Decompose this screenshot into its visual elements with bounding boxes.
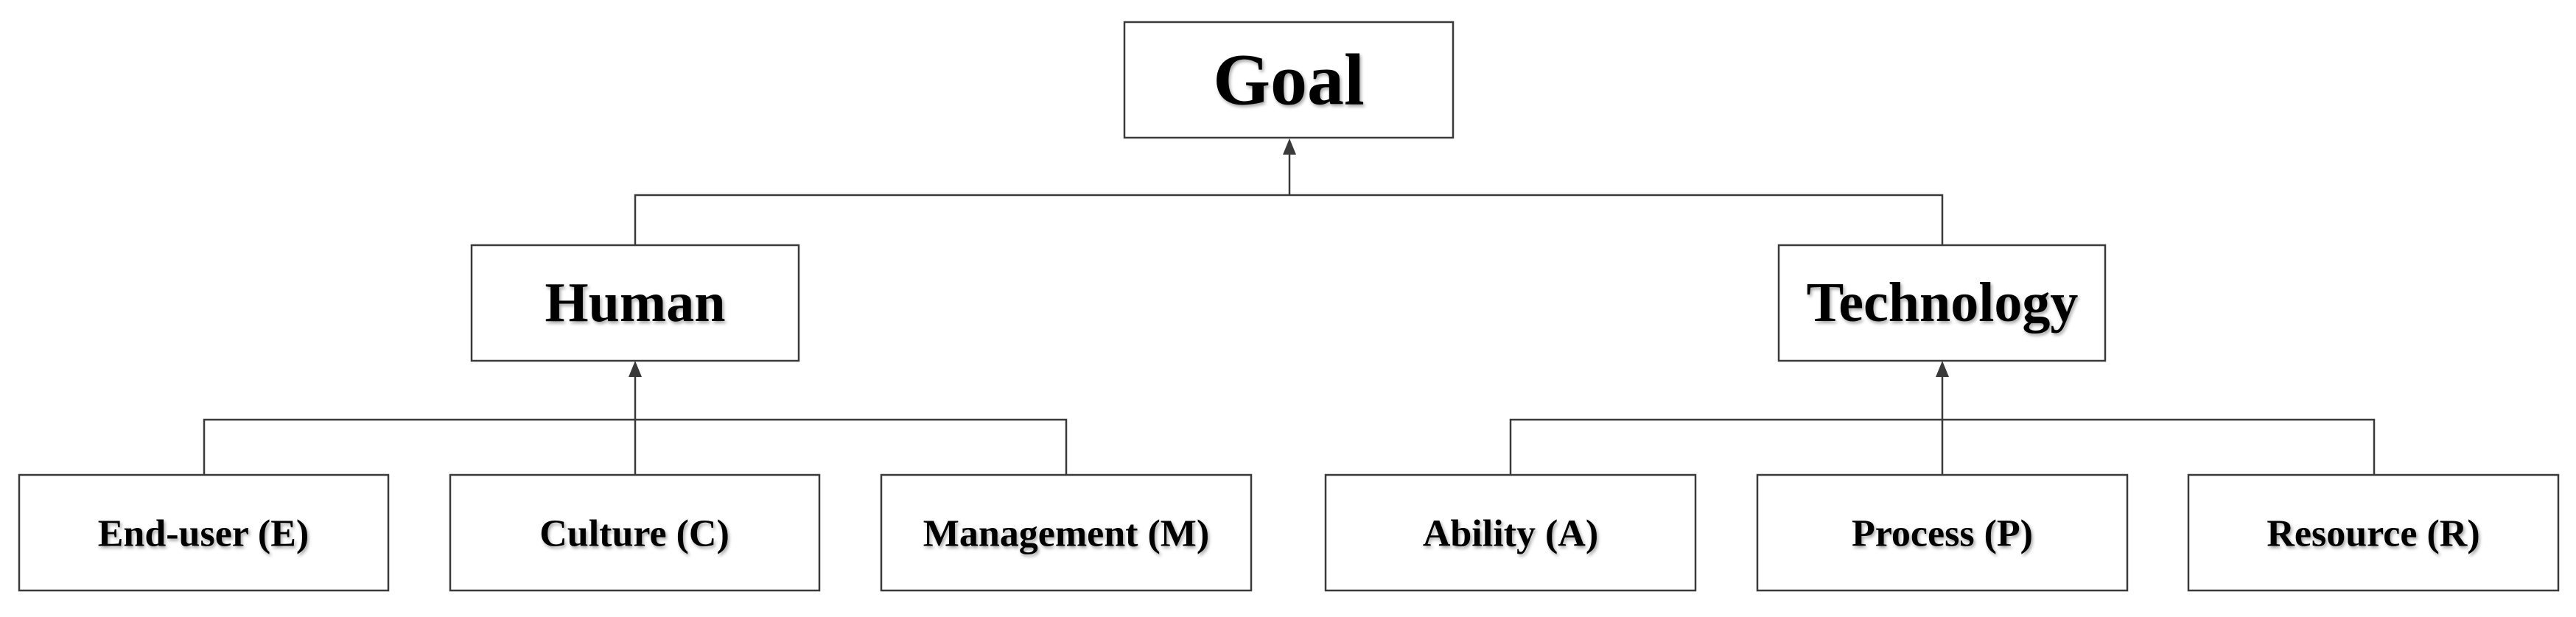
node-process: Process (P) <box>1756 473 2129 592</box>
node-end-user-label: End-user (E) <box>98 513 309 555</box>
node-goal: Goal <box>1123 21 1455 139</box>
arrowhead-technology-icon <box>1936 361 1949 377</box>
node-resource-label: Resource (R) <box>2267 513 2479 555</box>
connector-ability-to-technology <box>1509 418 1942 475</box>
node-culture-label: Culture (C) <box>539 513 729 555</box>
node-culture: Culture (C) <box>449 473 821 592</box>
arrowhead-human-icon <box>629 361 642 377</box>
connector-technology-to-goal <box>1289 194 1944 245</box>
node-human: Human <box>470 244 800 362</box>
connector-resource-to-technology <box>1942 418 2376 475</box>
node-management: Management (M) <box>880 473 1253 592</box>
connector-enduser-to-human <box>203 418 635 475</box>
connector-management-to-human <box>635 418 1068 475</box>
node-human-label: Human <box>545 272 726 334</box>
node-goal-label: Goal <box>1213 39 1365 121</box>
node-management-label: Management (M) <box>923 513 1209 555</box>
node-technology: Technology <box>1777 244 2107 362</box>
node-ability: Ability (A) <box>1324 473 1697 592</box>
arrowhead-goal-icon <box>1283 138 1296 155</box>
node-ability-label: Ability (A) <box>1423 513 1598 555</box>
node-resource: Resource (R) <box>2187 473 2560 592</box>
node-technology-label: Technology <box>1807 272 2079 334</box>
node-end-user: End-user (E) <box>18 473 390 592</box>
connector-human-to-goal <box>634 194 1289 245</box>
node-process-label: Process (P) <box>1852 513 2033 555</box>
